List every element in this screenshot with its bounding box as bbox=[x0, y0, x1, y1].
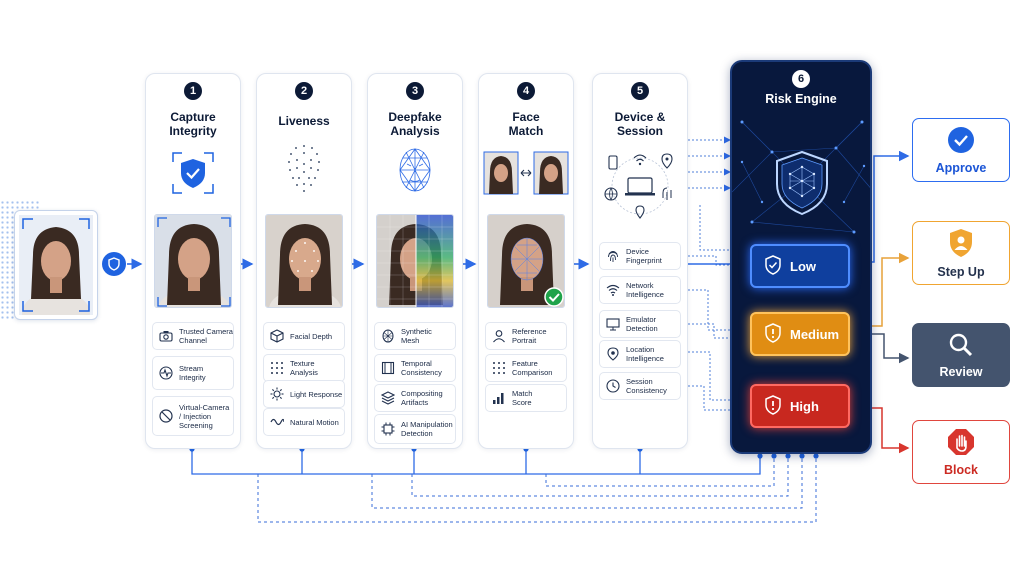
clock-icon bbox=[605, 378, 621, 394]
pulse-icon bbox=[158, 365, 174, 381]
camera-icon bbox=[158, 328, 174, 344]
feature-natural-motion: Natural Motion bbox=[263, 408, 345, 436]
stage-title: Device & Session bbox=[614, 110, 666, 138]
stage-deepfake-analysis: 3 Deepfake Analysis bbox=[367, 73, 463, 449]
feature-reference-portrait: Reference Portrait bbox=[485, 322, 567, 350]
risk-label: Low bbox=[790, 258, 816, 274]
grid-dots-icon bbox=[269, 360, 285, 376]
wifi-icon bbox=[605, 282, 621, 298]
wave-icon bbox=[269, 414, 285, 430]
outcome-review: Review bbox=[912, 323, 1010, 387]
feature-compositing-artifacts: Compositing Artifacts bbox=[374, 384, 456, 412]
shield-check-icon bbox=[170, 150, 216, 201]
outcome-block: Block bbox=[912, 420, 1010, 484]
feature-trusted-camera-channel: Trusted Camera Channel bbox=[152, 322, 234, 350]
engine-title: Risk Engine bbox=[765, 92, 837, 106]
feature-ai-manipulation-detection: AI Manipulation Detection bbox=[374, 414, 456, 444]
risk-level-low: Low bbox=[750, 244, 850, 288]
risk-label: High bbox=[790, 398, 819, 414]
fingerprint-icon bbox=[605, 248, 621, 264]
stage-capture-integrity: 1 Capture Integrity Trusted Camera Chann… bbox=[145, 73, 241, 449]
check-circle-icon bbox=[947, 126, 975, 157]
feature-virtual-camera-screening: Virtual-Camera / Injection Screening bbox=[152, 396, 234, 436]
stage-photo bbox=[154, 214, 232, 308]
feature-temporal-consistency: Temporal Consistency bbox=[374, 354, 456, 382]
risk-level-medium: Medium bbox=[750, 312, 850, 356]
magnifier-icon bbox=[948, 332, 974, 361]
stage-photo bbox=[265, 214, 343, 308]
feature-light-response: Light Response bbox=[263, 380, 345, 408]
stage-number: 5 bbox=[631, 82, 649, 100]
shield-icon bbox=[102, 252, 126, 276]
location-pin-icon bbox=[605, 346, 621, 362]
risk-engine-panel: 6 Risk Engine Low Medium High bbox=[730, 60, 872, 454]
risk-label: Medium bbox=[790, 326, 840, 342]
feature-network-intelligence: Network Intelligence bbox=[599, 276, 681, 304]
stage-photo bbox=[376, 214, 454, 308]
feature-emulator-detection: Emulator Detection bbox=[599, 310, 681, 338]
feature-match-score: Match Score bbox=[485, 384, 567, 412]
stage-face-match: 4 Face Match bbox=[478, 73, 574, 449]
neural-network-decoration bbox=[732, 120, 870, 234]
shield-check-icon bbox=[764, 254, 782, 278]
sun-icon bbox=[269, 386, 285, 402]
stage-number: 6 bbox=[792, 70, 810, 88]
grid-dots-icon bbox=[491, 360, 507, 376]
ai-chip-icon bbox=[380, 421, 396, 437]
feature-feature-comparison: Feature Comparison bbox=[485, 354, 567, 382]
stage-title: Capture Integrity bbox=[169, 110, 217, 138]
input-portrait bbox=[14, 210, 98, 335]
stage-number: 4 bbox=[517, 82, 535, 100]
face-wireframe-icon bbox=[392, 144, 438, 203]
stage-title: Deepfake Analysis bbox=[388, 110, 442, 138]
device-network-icon bbox=[600, 146, 680, 231]
feature-location-intelligence: Location Intelligence bbox=[599, 340, 681, 368]
stage-title: Face Match bbox=[508, 110, 544, 138]
face-compare-icon bbox=[482, 150, 570, 201]
mesh-face-icon bbox=[380, 328, 396, 344]
outcome-label: Block bbox=[943, 462, 979, 477]
feature-session-consistency: Session Consistency bbox=[599, 372, 681, 400]
stage-number: 2 bbox=[295, 82, 313, 100]
cube-icon bbox=[269, 328, 285, 344]
ban-icon bbox=[158, 408, 174, 424]
stage-photo bbox=[487, 214, 565, 308]
stage-number: 1 bbox=[184, 82, 202, 100]
stage-device-session: 5 Device & Session Device Fingerprint Ne… bbox=[592, 73, 688, 449]
outcome-approve: Approve bbox=[912, 118, 1010, 182]
risk-level-high: High bbox=[750, 384, 850, 428]
feature-facial-depth: Facial Depth bbox=[263, 322, 345, 350]
face-dot-mesh-icon bbox=[282, 140, 326, 201]
stop-hand-icon bbox=[947, 428, 975, 459]
monitor-icon bbox=[605, 316, 621, 332]
outcome-label: Step Up bbox=[937, 264, 985, 279]
film-icon bbox=[380, 360, 396, 376]
user-shield-icon bbox=[948, 228, 974, 261]
feature-device-fingerprint: Device Fingerprint bbox=[599, 242, 681, 270]
stage-title: Liveness bbox=[278, 114, 330, 128]
shield-alert-icon bbox=[764, 322, 782, 346]
outcome-label: Approve bbox=[935, 160, 987, 175]
outcome-step-up: Step Up bbox=[912, 221, 1010, 285]
layers-icon bbox=[380, 390, 396, 406]
feature-stream-integrity: Stream Integrity bbox=[152, 356, 234, 390]
stage-number: 3 bbox=[406, 82, 424, 100]
shield-alert-icon bbox=[764, 394, 782, 418]
stage-liveness: 2 Liveness bbox=[256, 73, 352, 449]
person-icon bbox=[491, 328, 507, 344]
feature-texture-analysis: Texture Analysis bbox=[263, 354, 345, 382]
bar-chart-icon bbox=[491, 390, 507, 406]
outcome-label: Review bbox=[939, 364, 983, 379]
feature-synthetic-mesh: Synthetic Mesh bbox=[374, 322, 456, 350]
